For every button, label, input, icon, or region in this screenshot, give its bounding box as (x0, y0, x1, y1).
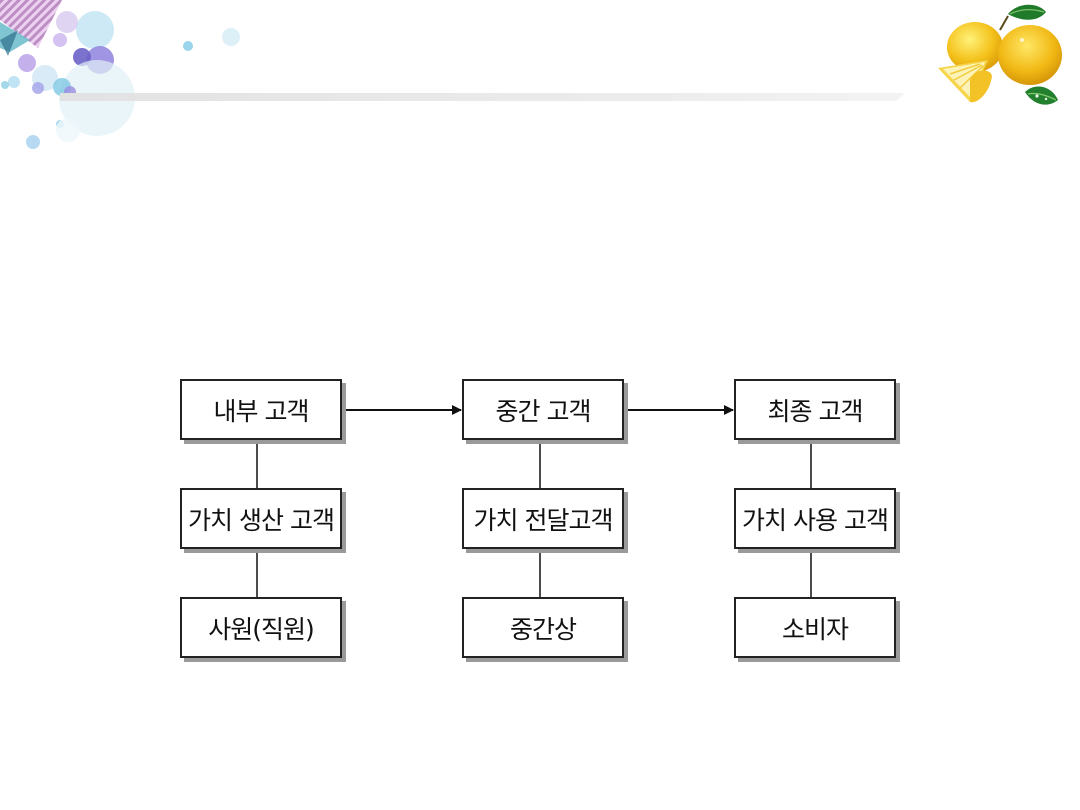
box-employee: 사원(직원) (180, 597, 342, 658)
box-value-producing-customer: 가치 생산 고객 (180, 488, 342, 549)
lemon-illustration (938, 4, 1062, 105)
box-value-delivering-customer: 가치 전달고객 (462, 488, 624, 549)
box-final-customer: 최종 고객 (734, 379, 896, 440)
box-value-using-customer: 가치 사용 고객 (734, 488, 896, 549)
header-divider (60, 93, 905, 101)
box-internal-customer: 내부 고객 (180, 379, 342, 440)
box-intermediary: 중간상 (462, 597, 624, 658)
box-consumer: 소비자 (734, 597, 896, 658)
box-intermediate-customer: 중간 고객 (462, 379, 624, 440)
